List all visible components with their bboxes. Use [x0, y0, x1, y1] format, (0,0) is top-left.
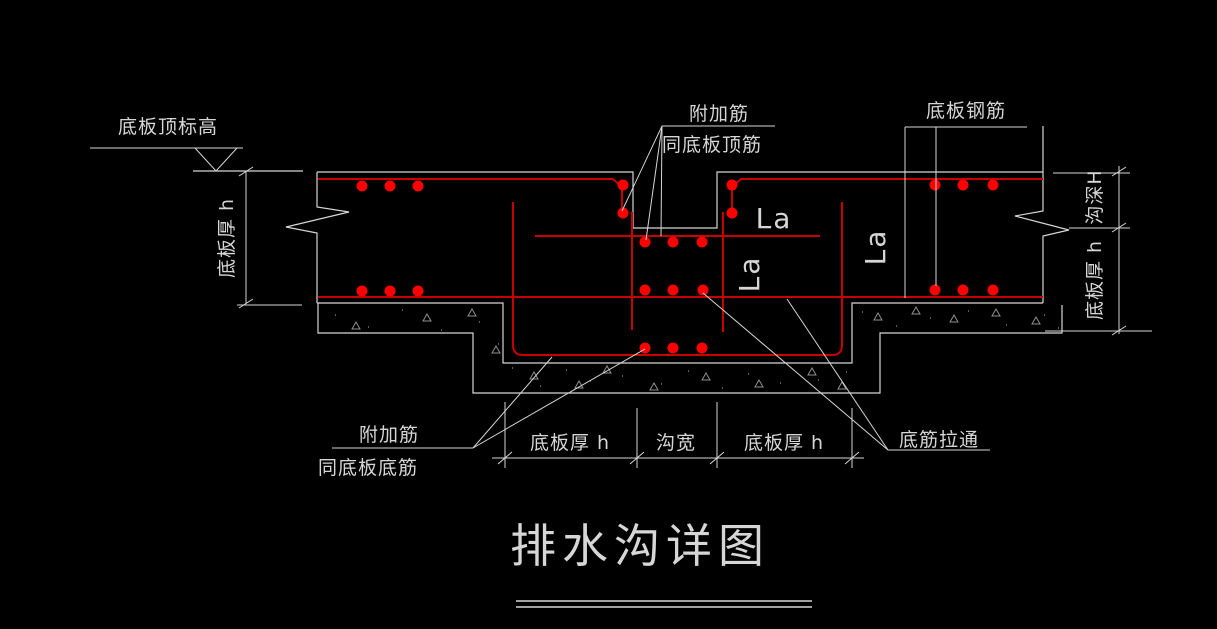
rebar-lines [318, 178, 1043, 356]
bottom-dimension [492, 402, 864, 468]
right-dimension [1045, 166, 1152, 336]
bottom-added-bar-label-1: 附加筋 [359, 424, 419, 446]
through-bar-label: 底筋拉通 [899, 429, 979, 451]
top-added-bar-label-1: 附加筋 [689, 103, 749, 125]
concrete-hatch-texture [335, 305, 1059, 391]
elevation-marker [90, 147, 243, 172]
bottom-added-bar-callout [332, 348, 646, 449]
right-dim-label: 底板厚 h [1084, 240, 1106, 320]
top-added-bar-label-2: 同底板顶筋 [662, 134, 762, 156]
left-dim-label: 底板厚 h [216, 198, 238, 278]
drawing-title: 排水沟详图 [510, 519, 770, 573]
la-anchorage-vertical-inner: La [733, 256, 766, 293]
la-anchorage-horizontal: La [756, 202, 793, 235]
slab-rebar-callout [904, 126, 1027, 298]
rebar-section-dots [356, 179, 999, 354]
slab-rebar-label: 底板钢筋 [926, 100, 1006, 122]
la-anchorage-vertical-outer: La [859, 229, 892, 266]
ditch-depth-dim-label: 沟深H [1084, 169, 1106, 224]
bottom-dim-left-label: 底板厚 h [530, 432, 610, 454]
slab-top-surface [317, 171, 1043, 229]
right-break-edge [1014, 126, 1070, 303]
ditch-width-dim-label: 沟宽 [656, 432, 696, 454]
structure-outline [193, 126, 1070, 394]
through-bar-callout [702, 292, 990, 451]
left-dimension [237, 166, 302, 309]
top-bar-left [318, 178, 623, 211]
elevation-triangle-icon [194, 147, 238, 172]
cushion-outline [317, 303, 1063, 394]
bottom-dim-right-label: 底板厚 h [744, 432, 824, 454]
left-break-edge [285, 172, 350, 303]
slab-soffit [317, 302, 1043, 364]
title-underline [516, 600, 812, 608]
bottom-added-bar-label-2: 同底板底筋 [318, 457, 418, 479]
ditch-u-bar [512, 202, 843, 356]
top-added-bar-callout [621, 125, 775, 241]
elevation-label: 底板顶标高 [118, 116, 218, 138]
